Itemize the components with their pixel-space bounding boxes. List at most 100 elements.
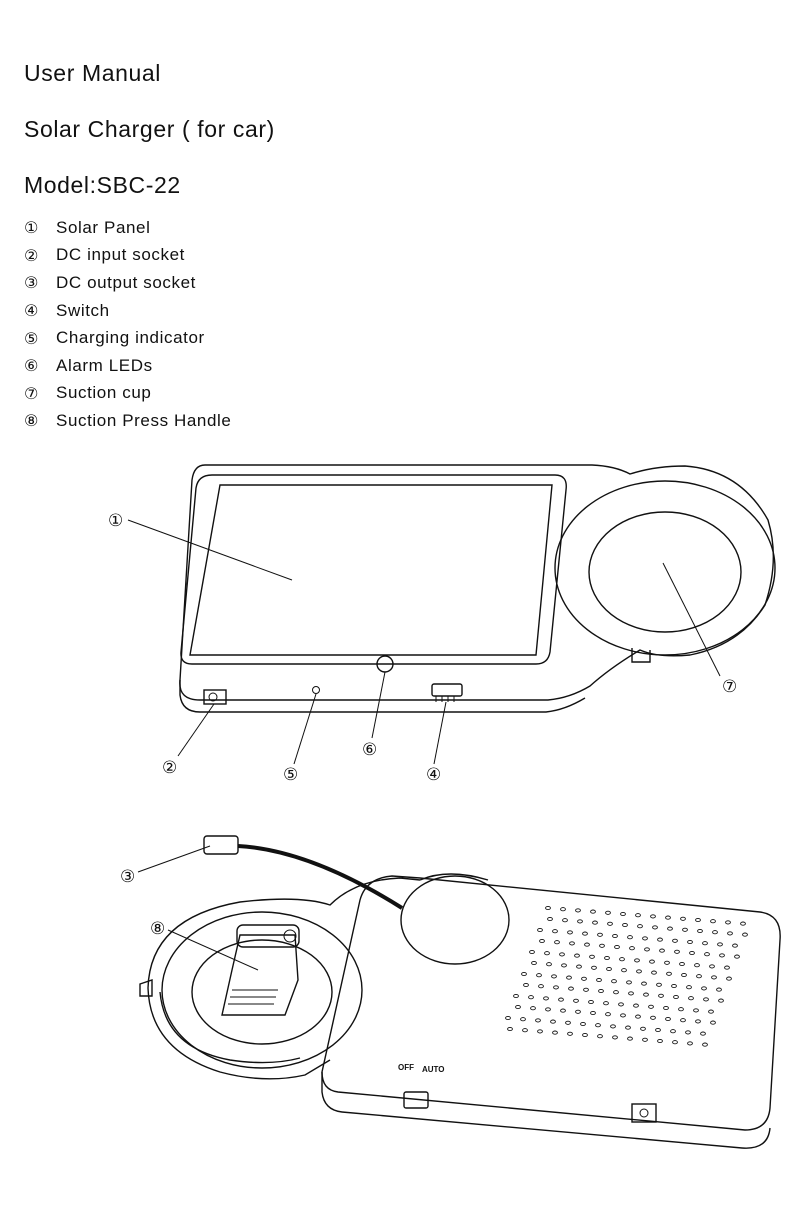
speaker-hole: [665, 915, 671, 920]
part-number: ③: [24, 273, 39, 293]
speaker-hole: [604, 955, 610, 961]
callout-2: ②: [162, 758, 177, 778]
part-label: Suction cup: [56, 383, 152, 403]
speaker-hole: [671, 983, 677, 989]
speaker-hole: [659, 948, 665, 953]
part-label: Charging indicator: [56, 328, 205, 348]
speaker-hole: [649, 959, 655, 964]
speaker-hole: [530, 1006, 536, 1011]
speaker-hole: [670, 1029, 676, 1034]
speaker-hole: [582, 1032, 588, 1038]
speaker-hole: [717, 942, 723, 947]
speaker-hole: [590, 1010, 596, 1016]
speaker-hole: [618, 1002, 624, 1007]
speaker-hole: [644, 947, 650, 952]
part-label: Switch: [56, 300, 110, 320]
product-name: Solar Charger ( for car): [24, 116, 275, 142]
leader-line-7: [662, 562, 721, 677]
speaker-hole: [667, 926, 673, 931]
suction-base-rim: [159, 991, 301, 1064]
speaker-hole: [697, 928, 703, 934]
handle-hinge: [236, 924, 300, 948]
speaker-hole: [574, 953, 580, 958]
speaker-hole: [685, 1030, 691, 1035]
speaker-hole: [589, 954, 595, 959]
speaker-hole: [550, 1019, 556, 1024]
speaker-hole: [583, 987, 589, 992]
part-number: ⑧: [24, 411, 39, 431]
speaker-hole: [536, 973, 542, 978]
speaker-hole: [539, 938, 545, 944]
speaker-hole: [591, 965, 597, 970]
suction-cup-back-inner: [191, 939, 333, 1045]
speaker-hole: [513, 993, 519, 999]
speaker-hole: [561, 963, 567, 968]
speaker-hole: [727, 931, 733, 936]
speaker-hole: [710, 919, 716, 924]
speaker-hole: [520, 1017, 526, 1022]
charging-indicator-icon: [312, 686, 320, 694]
speaker-hole: [605, 1012, 611, 1017]
speaker-hole: [641, 981, 647, 986]
leader-line-5: [293, 693, 317, 765]
switch-back-icon: [403, 1091, 429, 1109]
suction-base-lower: [147, 987, 331, 1080]
callout-5: ⑤: [283, 765, 298, 785]
speaker-hole: [674, 949, 680, 954]
leader-line-2: [177, 703, 215, 757]
speaker-hole: [522, 1028, 528, 1033]
speaker-hole: [547, 916, 553, 922]
speaker-hole: [567, 1031, 573, 1036]
speaker-hole: [575, 908, 581, 913]
part-number: ⑥: [24, 356, 39, 376]
speaker-hole: [629, 946, 635, 951]
speaker-hole: [657, 937, 663, 942]
speaker-hole: [528, 995, 534, 1000]
speaker-hole: [596, 977, 602, 983]
speaker-hole: [635, 913, 641, 918]
speaker-hole: [710, 1020, 716, 1025]
callout-7: ⑦: [722, 677, 737, 697]
speaker-hole: [711, 975, 717, 980]
back-view-illustration: OFF AUTO ③ ⑧: [120, 835, 781, 1149]
dc-input-socket-back-icon: [631, 1103, 657, 1123]
speaker-hole: [566, 975, 572, 980]
speaker-hole: [560, 907, 566, 912]
speaker-hole: [580, 1021, 586, 1027]
speaker-hole: [553, 985, 559, 990]
speaker-hole: [562, 918, 568, 923]
speaker-hole: [696, 974, 702, 979]
callout-4: ④: [426, 765, 441, 785]
speaker-hole: [665, 1016, 671, 1022]
speaker-hole: [740, 921, 746, 926]
speaker-hole: [694, 963, 700, 968]
part-label: Solar Panel: [56, 217, 151, 237]
speaker-hole: [605, 910, 611, 915]
speaker-hole: [611, 979, 617, 984]
speaker-hole: [621, 968, 627, 973]
speaker-hole: [529, 949, 535, 955]
speaker-hole: [680, 1018, 686, 1023]
speaker-hole: [610, 1024, 616, 1029]
speaker-hole: [565, 1020, 571, 1025]
dc-input-socket-icon: [203, 689, 227, 705]
callout-3: ③: [120, 867, 135, 887]
speaker-hole: [701, 986, 707, 991]
speaker-hole: [650, 914, 656, 919]
speaker-hole: [515, 1004, 521, 1010]
switch-auto-label: AUTO: [422, 1065, 445, 1074]
speaker-hole: [672, 1040, 678, 1045]
speaker-hole: [718, 998, 724, 1003]
speaker-hole: [552, 929, 558, 934]
speaker-hole: [642, 936, 648, 941]
speaker-hole: [673, 994, 679, 1000]
speaker-hole: [619, 957, 625, 962]
speaker-hole: [686, 985, 692, 990]
part-label: DC output socket: [56, 272, 196, 292]
solar-panel: [189, 484, 553, 656]
speaker-hole: [538, 984, 544, 989]
part-number: ②: [24, 245, 39, 265]
speaker-hole: [695, 917, 701, 923]
